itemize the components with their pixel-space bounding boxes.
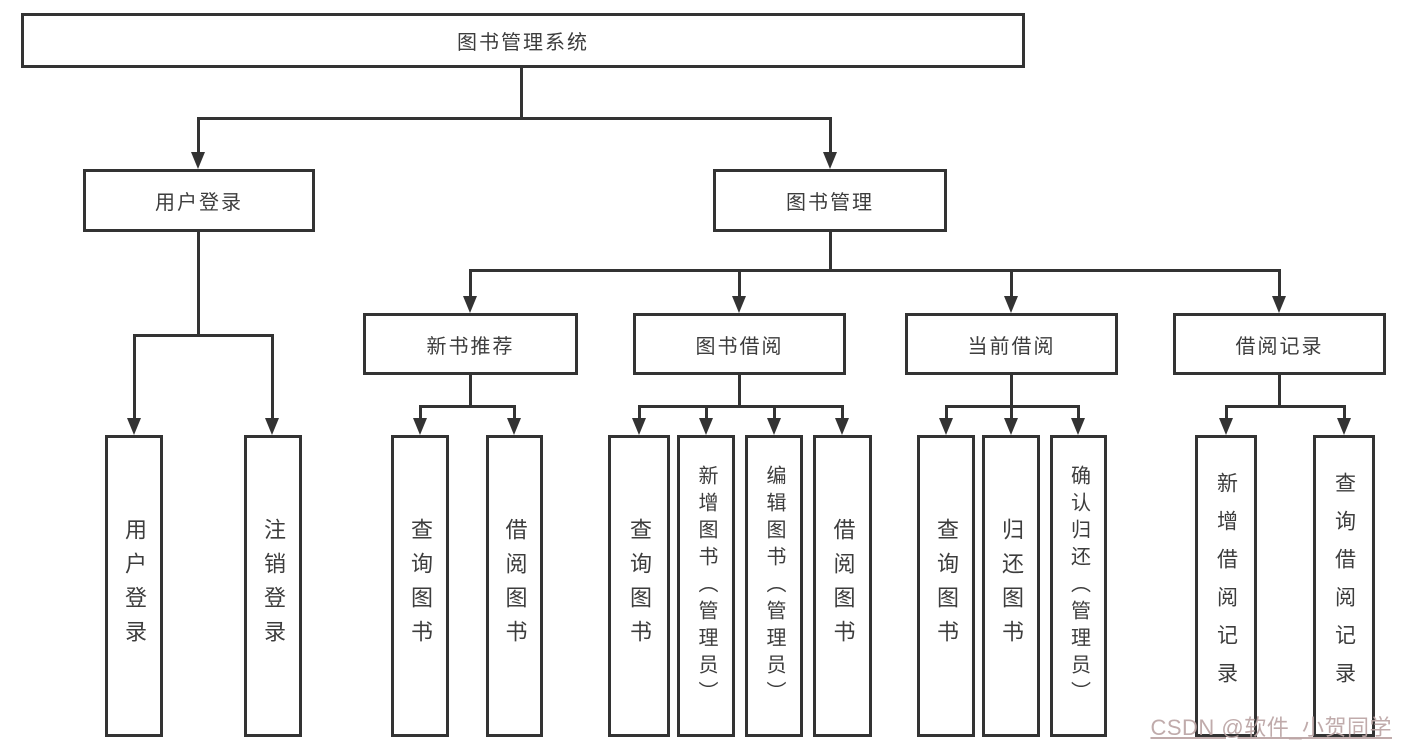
arrow-down-icon <box>507 418 521 435</box>
connector-line <box>738 375 741 408</box>
watermark-text: CSDN @软件_小贺同学 <box>1150 715 1392 740</box>
connector-line <box>738 269 741 299</box>
arrow-down-icon <box>1004 418 1018 435</box>
connector-line <box>513 405 516 420</box>
arrow-down-icon <box>463 296 477 313</box>
connector-line <box>1010 375 1013 408</box>
node-new-book-recommend: 新书推荐 <box>363 313 578 375</box>
leaf-node-query-borrow-record: 查询借阅记录 <box>1313 435 1375 737</box>
arrow-down-icon <box>1219 418 1233 435</box>
node-new-book-recommend-label: 新书推荐 <box>426 335 515 358</box>
leaf-node-return-books: 归还图书 <box>982 435 1040 737</box>
root-node: 图书管理系统 <box>21 13 1025 68</box>
leaf-node-query-books-recommend: 查询图书 <box>391 435 449 737</box>
connector-line <box>1225 405 1346 408</box>
connector-line <box>469 269 472 299</box>
arrow-down-icon <box>939 418 953 435</box>
connector-line <box>829 117 832 155</box>
leaf-node-borrow-books-borrowing-label: 借阅图书 <box>830 518 856 654</box>
leaf-node-query-books-borrowing: 查询图书 <box>608 435 670 737</box>
leaf-node-borrow-books-borrowing: 借阅图书 <box>813 435 872 737</box>
connector-line <box>1225 405 1228 420</box>
leaf-node-add-book-admin-label: 新增图书（管理员） <box>695 464 717 708</box>
leaf-node-edit-book-admin-label: 编辑图书（管理员） <box>763 464 785 708</box>
leaf-node-query-books-borrowing-label: 查询图书 <box>627 518 652 654</box>
node-book-borrowing: 图书借阅 <box>633 313 846 375</box>
leaf-node-add-borrow-record: 新增借阅记录 <box>1195 435 1257 737</box>
leaf-node-confirm-return-admin: 确认归还（管理员） <box>1050 435 1107 737</box>
leaf-node-add-borrow-record-label: 新增借阅记录 <box>1214 472 1238 700</box>
arrow-down-icon <box>1272 296 1286 313</box>
node-book-borrowing-label: 图书借阅 <box>695 335 784 358</box>
leaf-node-query-borrow-record-label: 查询借阅记录 <box>1332 472 1356 700</box>
connector-line <box>197 117 200 155</box>
node-user-login: 用户登录 <box>83 169 315 232</box>
arrow-down-icon <box>1071 418 1085 435</box>
connector-line <box>705 405 708 420</box>
arrow-down-icon <box>191 152 205 169</box>
arrow-down-icon <box>1004 296 1018 313</box>
arrow-down-icon <box>1337 418 1351 435</box>
leaf-node-borrow-books-recommend-label: 借阅图书 <box>502 518 528 654</box>
arrow-down-icon <box>699 418 713 435</box>
leaf-node-user-login: 用户登录 <box>105 435 163 737</box>
connector-line <box>271 334 274 419</box>
connector-line <box>638 405 844 408</box>
leaf-node-logout: 注销登录 <box>244 435 302 737</box>
connector-line <box>419 405 516 408</box>
arrow-down-icon <box>835 418 849 435</box>
connector-line <box>638 405 641 420</box>
leaf-node-borrow-books-recommend: 借阅图书 <box>486 435 543 737</box>
arrow-down-icon <box>732 296 746 313</box>
arrow-down-icon <box>413 418 427 435</box>
connector-line <box>773 405 776 420</box>
leaf-node-user-login-label: 用户登录 <box>122 518 147 654</box>
arrow-down-icon <box>127 418 141 435</box>
connector-line <box>829 232 832 272</box>
connector-line <box>1343 405 1346 420</box>
node-book-management: 图书管理 <box>713 169 947 232</box>
connector-line <box>1278 269 1281 299</box>
root-node-label: 图书管理系统 <box>457 32 589 54</box>
connector-line <box>520 68 523 117</box>
connector-line <box>1278 375 1281 408</box>
connector-line <box>133 334 274 337</box>
arrow-down-icon <box>632 418 646 435</box>
connector-line <box>1010 405 1013 420</box>
connector-line <box>419 405 422 420</box>
node-borrow-records: 借阅记录 <box>1173 313 1386 375</box>
connector-line <box>197 232 200 336</box>
connector-line <box>469 375 472 408</box>
leaf-node-return-books-label: 归还图书 <box>999 518 1024 654</box>
node-current-borrowing-label: 当前借阅 <box>967 335 1056 358</box>
node-borrow-records-label: 借阅记录 <box>1235 335 1324 358</box>
connector-line <box>1077 405 1080 420</box>
node-user-login-label: 用户登录 <box>155 192 243 214</box>
leaf-node-query-books-current-label: 查询图书 <box>934 518 959 654</box>
connector-line <box>945 405 948 420</box>
connector-line <box>133 334 136 419</box>
connector-line <box>841 405 844 420</box>
arrow-down-icon <box>265 418 279 435</box>
arrow-down-icon <box>823 152 837 169</box>
node-book-management-label: 图书管理 <box>786 192 874 214</box>
connector-line <box>469 269 1281 272</box>
leaf-node-edit-book-admin: 编辑图书（管理员） <box>745 435 803 737</box>
leaf-node-add-book-admin: 新增图书（管理员） <box>677 435 735 737</box>
leaf-node-query-books-current: 查询图书 <box>917 435 975 737</box>
node-current-borrowing: 当前借阅 <box>905 313 1118 375</box>
leaf-node-query-books-recommend-label: 查询图书 <box>408 518 433 654</box>
connector-line <box>1010 269 1013 299</box>
connector-line <box>197 117 831 120</box>
arrow-down-icon <box>767 418 781 435</box>
leaf-node-logout-label: 注销登录 <box>261 518 286 654</box>
leaf-node-confirm-return-admin-label: 确认归还（管理员） <box>1067 464 1090 708</box>
